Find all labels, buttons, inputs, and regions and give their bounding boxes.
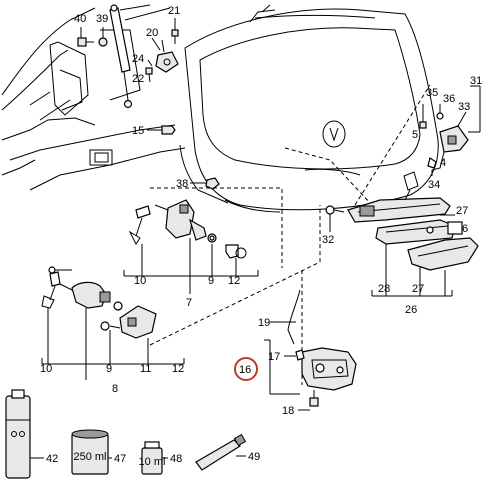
callout-9b: 9 bbox=[106, 363, 112, 375]
callout-5: 5 bbox=[412, 129, 418, 141]
tailgate bbox=[179, 4, 439, 213]
dashed-leader-lock-group bbox=[149, 205, 321, 346]
small-bottle-volume-label: 10 ml bbox=[139, 456, 166, 468]
callout-10a: 10 bbox=[134, 275, 146, 287]
bolt-40 bbox=[77, 28, 94, 47]
screw-15 bbox=[150, 125, 176, 135]
jar-volume-label: 250 ml bbox=[73, 451, 106, 463]
callout-26: 26 bbox=[405, 304, 417, 316]
callout-49: 49 bbox=[248, 451, 260, 463]
callout-39: 39 bbox=[96, 13, 108, 25]
callout-27b: 27 bbox=[412, 283, 424, 295]
small-bottle-48: 10 ml bbox=[139, 441, 166, 475]
callout-numbers: 40 39 21 20 24 22 15 38 31 35 36 33 5 4 … bbox=[40, 5, 482, 465]
callout-9a: 9 bbox=[208, 275, 214, 287]
callout-15: 15 bbox=[132, 125, 144, 137]
callout-31: 31 bbox=[470, 75, 482, 87]
callout-24: 24 bbox=[132, 53, 144, 65]
leader-lines bbox=[30, 18, 481, 459]
hinge-bracket-31 bbox=[419, 104, 469, 171]
hinge-bracket-20 bbox=[155, 39, 179, 73]
grease-jar-47: 250 ml bbox=[71, 429, 109, 475]
callout-7: 7 bbox=[186, 297, 192, 309]
tailgate-lock-16 bbox=[287, 289, 357, 407]
gas-strut bbox=[109, 4, 133, 109]
lock-actuator-assembly bbox=[41, 266, 157, 339]
dashed-leader-lock-cylinder bbox=[150, 187, 283, 268]
callout-28: 28 bbox=[378, 283, 390, 295]
callout-6: 6 bbox=[462, 223, 468, 235]
lock-cylinder-assembly bbox=[128, 199, 247, 259]
bolt-21 bbox=[171, 20, 179, 44]
callout-12a: 12 bbox=[228, 275, 240, 287]
callout-40: 40 bbox=[74, 13, 86, 25]
callout-32: 32 bbox=[322, 234, 334, 246]
callout-34: 34 bbox=[428, 179, 440, 191]
highlight-circle-16 bbox=[234, 357, 258, 381]
callout-18: 18 bbox=[282, 405, 294, 417]
tube-49 bbox=[195, 433, 247, 471]
callout-11: 11 bbox=[140, 363, 151, 375]
nut-39 bbox=[98, 28, 108, 47]
callout-22: 22 bbox=[132, 73, 144, 85]
spray-can-42 bbox=[5, 389, 31, 479]
callout-48: 48 bbox=[170, 453, 182, 465]
handle-assembly bbox=[325, 171, 479, 271]
callout-16: 16 bbox=[239, 364, 251, 376]
callout-27a: 27 bbox=[456, 205, 468, 217]
callout-20: 20 bbox=[146, 27, 158, 39]
callout-33: 33 bbox=[458, 101, 470, 113]
callout-4: 4 bbox=[440, 157, 446, 169]
callout-47: 47 bbox=[114, 453, 126, 465]
callout-21: 21 bbox=[168, 5, 180, 17]
dashed-leader-31 bbox=[354, 84, 431, 206]
callout-19: 19 bbox=[258, 317, 270, 329]
callout-12b: 12 bbox=[172, 363, 184, 375]
callout-36: 36 bbox=[443, 93, 455, 105]
callout-8: 8 bbox=[112, 383, 118, 395]
callout-10b: 10 bbox=[40, 363, 52, 375]
dashed-leader-handle bbox=[284, 147, 373, 206]
screw-24 bbox=[145, 67, 153, 83]
callout-35: 35 bbox=[426, 87, 438, 99]
callout-42: 42 bbox=[46, 453, 58, 465]
body-side-panel bbox=[1, 4, 186, 191]
callout-38: 38 bbox=[176, 178, 188, 190]
callout-17: 17 bbox=[268, 351, 280, 363]
